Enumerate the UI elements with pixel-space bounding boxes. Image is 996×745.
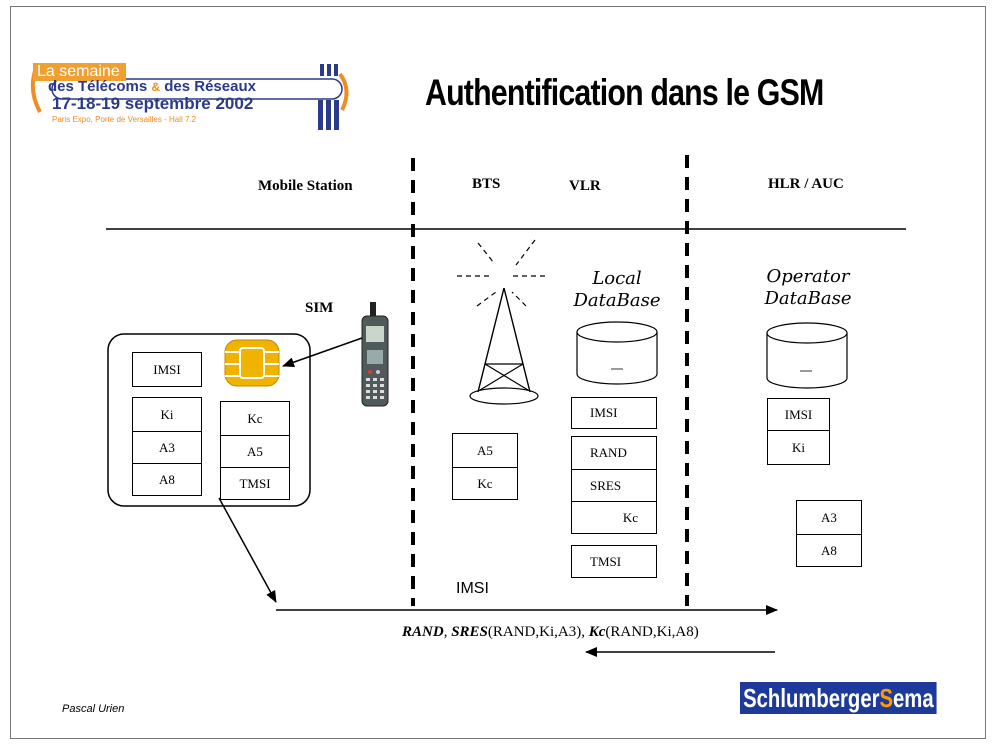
vlr-cell-kc: Kc — [571, 501, 657, 534]
sim-cell-imsi: IMSI — [132, 352, 202, 387]
vlr-cell-imsi: IMSI — [571, 397, 657, 429]
event-name-line2: des Télécoms & des Réseaux — [48, 78, 256, 95]
local-database-label-line2: DataBase — [573, 290, 661, 311]
sim-label: SIM — [305, 300, 334, 316]
slide-title: Authentification dans le GSM — [425, 72, 824, 113]
message-sres-args: (RAND,Ki,A3), — [487, 624, 589, 640]
message-rand: RAND — [402, 624, 444, 640]
mobile-phone-icon — [361, 302, 389, 407]
sim-cell-a5: A5 — [220, 435, 290, 468]
header-bts: BTS — [472, 176, 501, 192]
vlr-cell-rand: RAND — [571, 436, 657, 470]
event-dates: 17-18-19 septembre 2002 — [52, 94, 254, 113]
sim-cell-a8: A8 — [132, 463, 202, 496]
sim-cell-a3: A3 — [132, 431, 202, 464]
sim-cell-tmsi: TMSI — [220, 467, 290, 500]
operator-database-icon — [766, 322, 848, 389]
header-mobile-station: Mobile Station — [258, 178, 353, 194]
event-venue: Paris Expo, Porte de Versailles - Hall 7… — [52, 115, 197, 124]
message-imsi-label: IMSI — [456, 580, 489, 597]
hlr-cell-imsi: IMSI — [767, 398, 830, 431]
header-hlr-auc: HLR / AUC — [768, 176, 844, 192]
event-logo: La semaine des Télécoms & des Réseaux 17… — [28, 60, 378, 140]
author-name: Pascal Urien — [62, 703, 125, 715]
sim-chip-icon — [224, 339, 280, 387]
operator-database-label-line2: DataBase — [764, 288, 852, 309]
hlr-cell-ki: Ki — [767, 430, 830, 465]
message-kc-args: (RAND,Ki,A8) — [605, 624, 699, 640]
message-sres: SRES — [451, 624, 488, 640]
brand-accent: S — [879, 683, 894, 713]
bts-cell-a5: A5 — [452, 433, 518, 468]
vlr-cell-sres: SRES — [571, 469, 657, 502]
brand-part1: Schlumberger — [743, 683, 880, 713]
header-vlr: VLR — [569, 178, 601, 194]
local-database-icon — [576, 321, 658, 385]
event-name-line1: La semaine — [33, 63, 126, 81]
message-kc: Kc — [588, 624, 606, 640]
brand-logo: SchlumbergerSema — [740, 682, 937, 714]
operator-database-label-line1: Operator — [766, 266, 850, 287]
event-ampersand: & — [151, 80, 161, 94]
message-separator: , — [443, 624, 452, 640]
hlr-cell-a3: A3 — [796, 500, 862, 535]
event-name-part-a: des Télécoms — [48, 78, 148, 95]
arrow-phone-to-sim — [282, 337, 363, 368]
arrow-sim-to-network — [218, 497, 277, 603]
slide-frame — [10, 6, 986, 739]
brand-part2: ema — [893, 683, 934, 713]
sim-cell-kc: Kc — [220, 401, 290, 436]
hlr-cell-a8: A8 — [796, 534, 862, 567]
event-name-part-b: des Réseaux — [164, 78, 256, 95]
local-database-label-line1: Local — [592, 268, 642, 289]
sim-cell-ki: Ki — [132, 397, 202, 432]
operator-database-label: Operator DataBase — [748, 266, 868, 310]
antenna-tower-icon — [457, 239, 548, 405]
bts-cell-kc: Kc — [452, 467, 518, 500]
event-logo-graphic — [30, 64, 349, 130]
message-auth-response-label: RAND, SRES(RAND,Ki,A3), Kc(RAND,Ki,A8) — [402, 624, 699, 641]
vlr-cell-tmsi: TMSI — [571, 545, 657, 578]
local-database-label: Local DataBase — [567, 268, 667, 312]
